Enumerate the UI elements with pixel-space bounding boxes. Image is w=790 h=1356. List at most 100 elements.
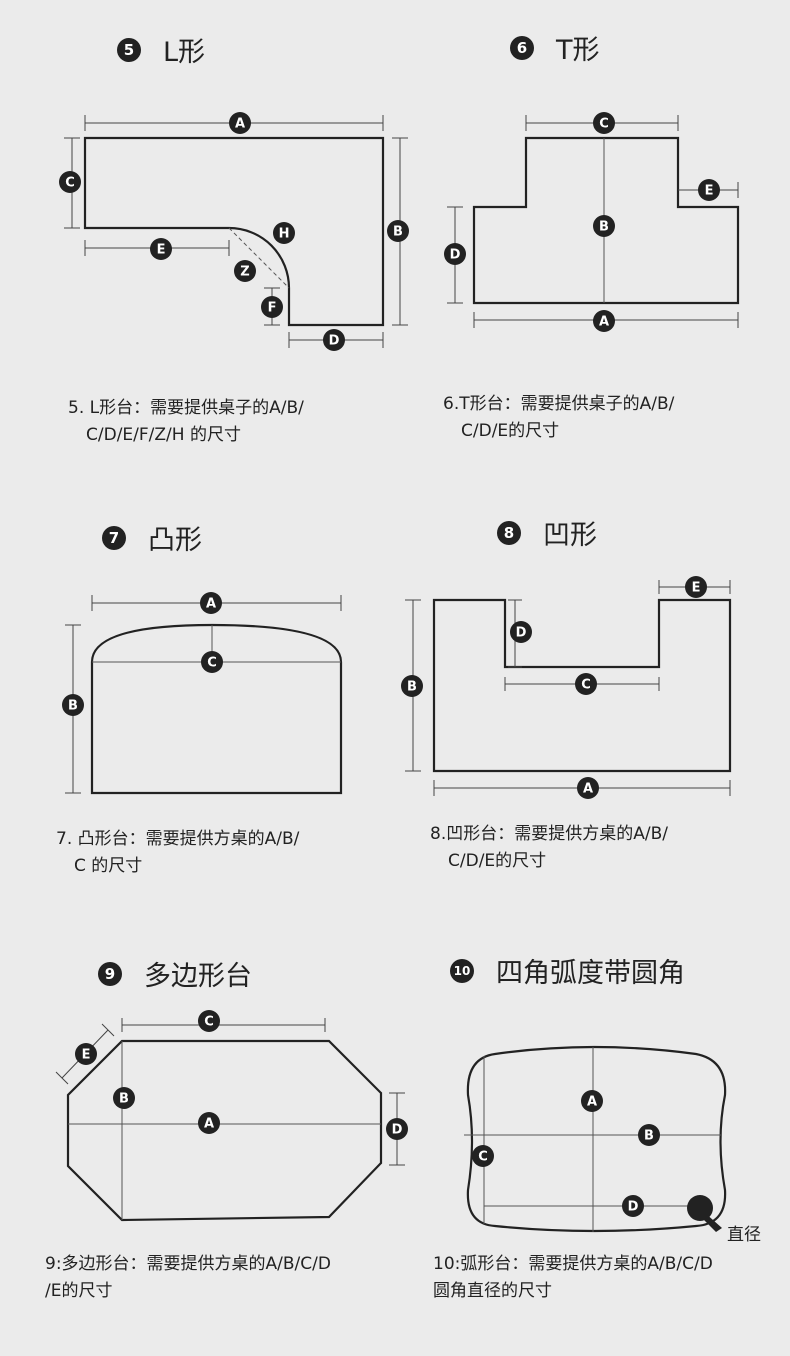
svg-text:A: A (583, 782, 593, 797)
heading-title: T形 (556, 35, 600, 66)
svg-text:E: E (157, 243, 166, 258)
number-badge: 5 (117, 37, 141, 62)
heading-concave-shape: 8 凹形 (497, 513, 597, 552)
heading-t-shape: 6 T形 (510, 28, 600, 67)
label-badge-c: C (59, 171, 81, 193)
label-badge-f: F (261, 296, 283, 318)
caption-convex-shape: 7. 凸形台：需要提供方桌的A/B/ C 的尺寸 (56, 826, 299, 880)
svg-text:C: C (204, 1015, 214, 1030)
label-badge-a: A (577, 777, 599, 799)
label-badge-c: C (472, 1145, 494, 1167)
heading-title: 四角弧度带圆角 (496, 958, 685, 989)
number-badge: 10 (450, 958, 474, 983)
caption-t-shape: 6.T形台：需要提供桌子的A/B/ C/D/E的尺寸 (443, 391, 674, 445)
label-badge-c: C (201, 651, 223, 673)
caption-line: /E的尺寸 (45, 1281, 113, 1301)
svg-text:A: A (204, 1117, 214, 1132)
caption-l-shape: 5. L形台：需要提供桌子的A/B/ C/D/E/F/Z/H 的尺寸 (68, 395, 304, 449)
heading-l-shape: 5 L形 (117, 30, 205, 69)
svg-text:B: B (644, 1129, 654, 1144)
label-badge-a: A (229, 112, 251, 134)
caption-line: 10:弧形台：需要提供方桌的A/B/C/D (433, 1254, 713, 1274)
dim-tick (101, 1023, 115, 1037)
z-chord-line (228, 227, 290, 289)
heading-title: L形 (163, 37, 206, 68)
heading-rounded-shape: 10 四角弧度带圆角 (450, 951, 685, 990)
svg-text:H: H (279, 227, 290, 242)
caption-line: 5. L形台：需要提供桌子的A/B/ (68, 398, 304, 418)
l-shape-outline (83, 136, 385, 327)
caption-line: C/D/E的尺寸 (448, 851, 547, 871)
label-badge-a: A (581, 1090, 603, 1112)
caption-line: C/D/E/F/Z/H 的尺寸 (86, 425, 241, 445)
svg-text:B: B (68, 699, 78, 714)
dim-tick (55, 1071, 69, 1085)
caption-line: 6.T形台：需要提供桌子的A/B/ (443, 394, 675, 414)
diameter-label: 直径 (727, 1225, 761, 1245)
label-badge-d: D (622, 1195, 644, 1217)
polygon-shape-diagram: A B C D E (55, 1010, 408, 1222)
svg-text:D: D (329, 334, 340, 349)
heading-convex-shape: 7 凸形 (102, 518, 202, 557)
svg-text:E: E (705, 184, 714, 199)
svg-text:B: B (599, 220, 609, 235)
heading-polygon-shape: 9 多边形台 (98, 954, 252, 993)
label-badge-b: B (62, 694, 84, 716)
svg-text:C: C (207, 656, 217, 671)
convex-shape-diagram: A B C (62, 592, 343, 795)
rounded-shape-diagram: A B C D 直径 (464, 1045, 761, 1245)
label-badge-d: D (386, 1118, 408, 1140)
label-badge-e: E (685, 576, 707, 598)
label-badge-e: E (75, 1043, 97, 1065)
svg-text:C: C (478, 1150, 488, 1165)
label-badge-h: H (273, 222, 295, 244)
polygon-outline (66, 1039, 383, 1222)
heading-title: 多边形台 (144, 961, 252, 992)
caption-line: 圆角直径的尺寸 (433, 1281, 552, 1301)
caption-line: 9:多边形台：需要提供方桌的A/B/C/D (45, 1254, 331, 1274)
svg-text:D: D (516, 626, 527, 641)
number-badge: 7 (102, 525, 126, 550)
number-badge: 9 (98, 961, 122, 986)
svg-text:D: D (392, 1123, 403, 1138)
number-badge: 6 (510, 35, 534, 60)
svg-text:C: C (65, 176, 75, 191)
caption-rounded-shape: 10:弧形台：需要提供方桌的A/B/C/D 圆角直径的尺寸 (433, 1251, 713, 1305)
svg-text:D: D (450, 248, 461, 263)
heading-title: 凹形 (543, 520, 597, 551)
caption-polygon-shape: 9:多边形台：需要提供方桌的A/B/C/D /E的尺寸 (45, 1251, 331, 1305)
label-badge-d: D (444, 243, 466, 265)
svg-text:F: F (268, 301, 277, 316)
label-badge-a: A (200, 592, 222, 614)
label-badge-b: B (113, 1087, 135, 1109)
label-badge-c: C (575, 673, 597, 695)
svg-text:B: B (407, 680, 417, 695)
label-badge-d: D (510, 621, 532, 643)
svg-text:B: B (393, 225, 403, 240)
rounded-outline (466, 1045, 727, 1233)
caption-concave-shape: 8.凹形台：需要提供方桌的A/B/ C/D/E的尺寸 (430, 821, 668, 875)
svg-text:E: E (82, 1048, 91, 1063)
svg-text:Z: Z (240, 265, 249, 280)
label-badge-b: B (387, 220, 409, 242)
label-badge-e: E (698, 179, 720, 201)
label-badge-e: E (150, 238, 172, 260)
svg-text:D: D (628, 1200, 639, 1215)
number-badge: 8 (497, 520, 521, 545)
label-badge-z: Z (234, 260, 256, 282)
label-badge-a: A (198, 1112, 220, 1134)
convex-shape-outline (90, 623, 343, 795)
concave-shape-diagram: A B C D E (401, 576, 732, 799)
svg-text:E: E (692, 581, 701, 596)
svg-text:A: A (206, 597, 216, 612)
label-badge-b: B (593, 215, 615, 237)
svg-text:C: C (581, 678, 591, 693)
t-shape-outline (472, 136, 740, 305)
label-badge-a: A (593, 310, 615, 332)
l-shape-diagram: A B C D E F Z H (59, 112, 409, 351)
heading-title: 凸形 (148, 525, 202, 556)
t-shape-diagram: A B C D E (444, 112, 740, 332)
caption-line: C 的尺寸 (74, 856, 143, 876)
label-badge-c: C (593, 112, 615, 134)
